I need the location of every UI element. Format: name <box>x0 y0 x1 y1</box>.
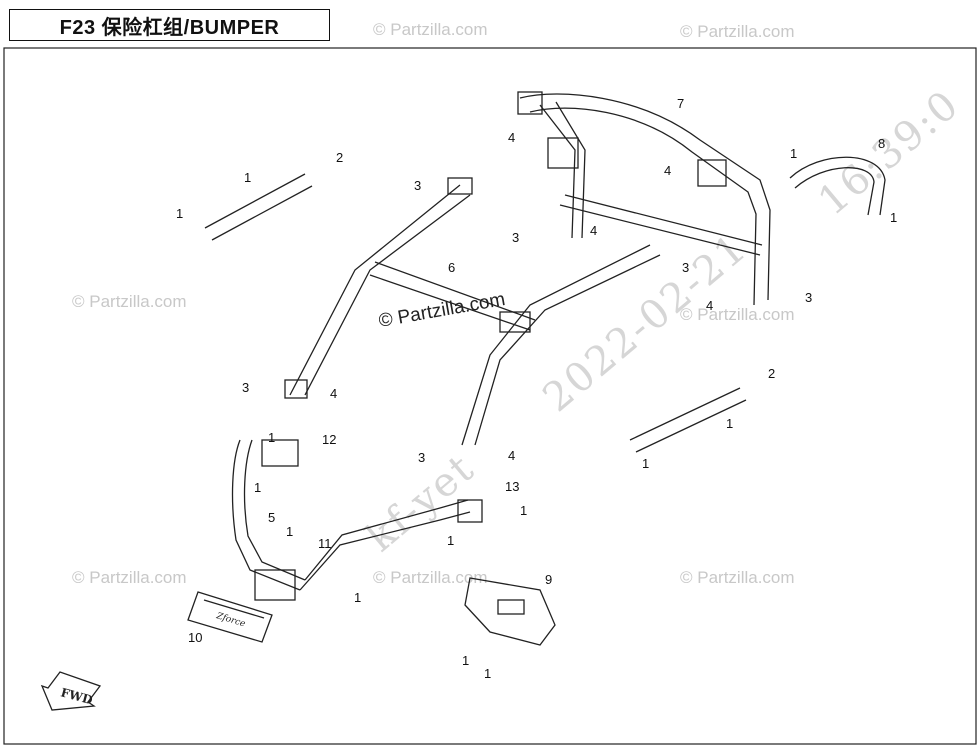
watermark: © Partzilla.com <box>680 22 795 41</box>
callout-3: 3 <box>512 230 519 245</box>
callout-1: 1 <box>447 533 454 548</box>
part-9-skid-guard <box>464 577 556 646</box>
callout-4: 4 <box>590 223 597 238</box>
callout-4: 4 <box>508 448 515 463</box>
callout-1: 1 <box>726 416 733 431</box>
callout-5: 5 <box>268 510 275 525</box>
watermark: © Partzilla.com <box>680 305 795 324</box>
callout-13: 13 <box>505 479 519 494</box>
part-7-rear-roll-bar <box>517 91 771 306</box>
part-10-front-plate <box>187 591 273 643</box>
callout-4: 4 <box>330 386 337 401</box>
part-8-grab-bar <box>789 156 886 216</box>
watermark: © Partzilla.com <box>373 568 488 587</box>
callout-3: 3 <box>414 178 421 193</box>
callout-12: 12 <box>322 432 336 447</box>
callout-4: 4 <box>508 130 515 145</box>
callout-7: 7 <box>677 96 684 111</box>
callout-1: 1 <box>890 210 897 225</box>
callout-1: 1 <box>268 430 275 445</box>
callout-2b: 2 <box>768 366 775 381</box>
callout-6: 6 <box>448 260 455 275</box>
callout-3: 3 <box>805 290 812 305</box>
callout-3: 3 <box>418 450 425 465</box>
watermark: © Partzilla.com <box>680 568 795 587</box>
callout-1: 1 <box>520 503 527 518</box>
part-2-side-bar <box>204 173 747 453</box>
watermark: © Partzilla.com <box>373 20 488 39</box>
callout-2: 2 <box>336 150 343 165</box>
callout-1: 1 <box>484 666 491 681</box>
callout-11: 11 <box>318 536 332 551</box>
callout-4: 4 <box>664 163 671 178</box>
watermark: © Partzilla.com <box>72 292 187 311</box>
decal-text: Zforce <box>214 611 246 630</box>
watermark: © Partzilla.com <box>72 568 187 587</box>
callout-1: 1 <box>254 480 261 495</box>
fwd-arrow <box>40 671 102 711</box>
callout-1: 1 <box>642 456 649 471</box>
callout-1: 1 <box>244 170 251 185</box>
callout-1: 1 <box>176 206 183 221</box>
diagram-frame <box>3 47 977 745</box>
callout-8: 8 <box>878 136 885 151</box>
part-5-front-bumper <box>231 439 483 601</box>
callout-9: 9 <box>545 572 552 587</box>
callout-1: 1 <box>790 146 797 161</box>
callout-3: 3 <box>242 380 249 395</box>
callout-1: 1 <box>462 653 469 668</box>
callout-10: 10 <box>188 630 202 645</box>
part-6-main-frame <box>284 177 661 446</box>
callout-1: 1 <box>354 590 361 605</box>
callout-4: 4 <box>706 298 713 313</box>
callout-1: 1 <box>286 524 293 539</box>
diagram-title: F23 保险杠组/BUMPER <box>9 9 330 41</box>
callout-3: 3 <box>682 260 689 275</box>
